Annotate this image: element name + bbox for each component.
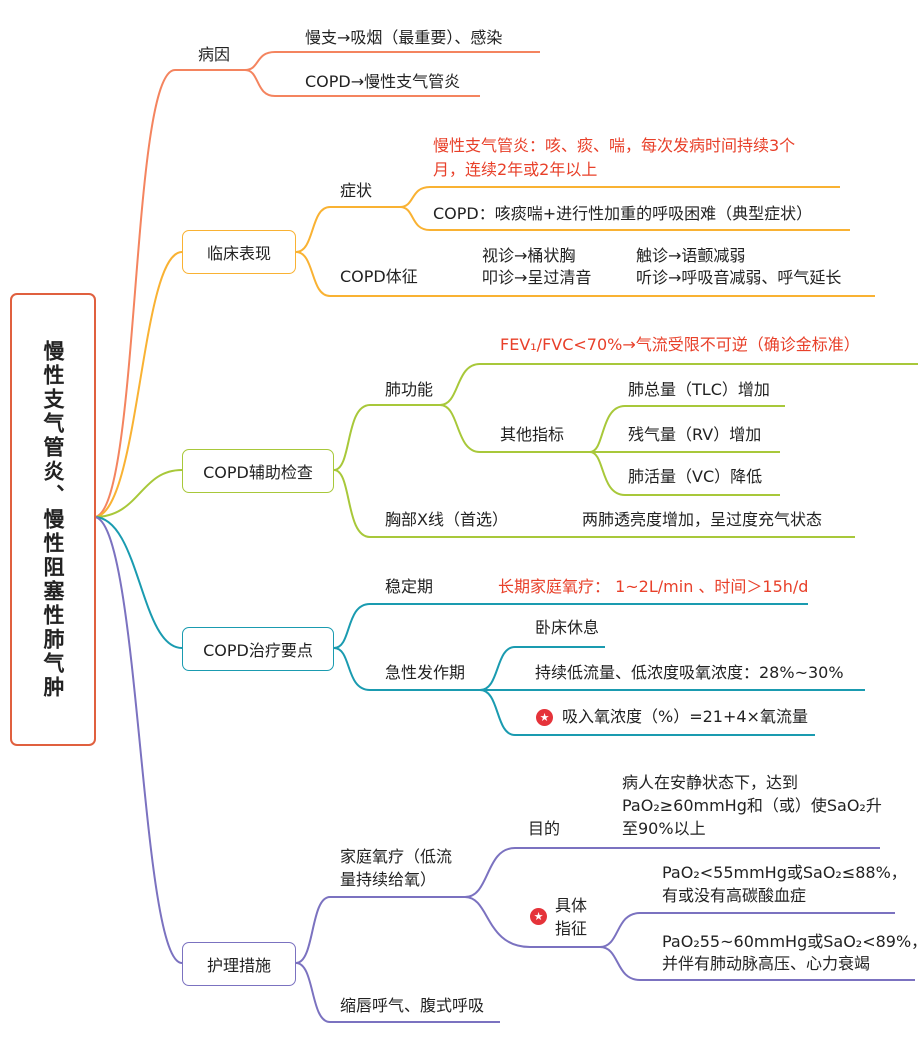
treatment-label: COPD治疗要点: [203, 641, 313, 660]
exam-label: COPD辅助检查: [203, 463, 313, 482]
nursing-lines: [93, 516, 915, 1023]
indication-label: 具体: [555, 896, 588, 915]
fev-text: FEV₁/FVC<70%→气流受限不可逆（确诊金标准）: [500, 335, 860, 354]
nursing-label: 护理措施: [206, 956, 271, 975]
star-badge-icon: ★: [536, 709, 553, 726]
indication-text: PaO₂55~60mmHg或SaO₂<89%，: [662, 932, 924, 951]
root-topic[interactable]: 慢性支气管炎、慢性阻塞性肺气肿: [10, 293, 96, 746]
treatment-lines: [93, 516, 865, 736]
chronic-bronchitis-text: 慢性支气管炎：咳、痰、喘，每次发病时间持续3个: [433, 136, 796, 155]
sign-percuss: 叩诊→呈过清音: [482, 268, 592, 287]
breathing-text: 缩唇呼气、腹式呼吸: [340, 996, 485, 1015]
acute-item: 持续低流量、低浓度吸氧浓度：28%~30%: [535, 663, 844, 682]
indicator-item: 肺总量（TLC）增加: [628, 380, 770, 399]
star-badge-icon: ★: [530, 908, 547, 925]
cause-label: 病因: [198, 45, 231, 64]
treatment-node[interactable]: COPD治疗要点: [182, 627, 334, 671]
stable-label: 稳定期: [385, 577, 434, 596]
acute-item: 卧床休息: [535, 618, 600, 637]
goal-text: 至90%以上: [622, 819, 706, 838]
goal-text: PaO₂≥60mmHg和（或）使SaO₂升: [622, 796, 882, 815]
indicator-item: 残气量（RV）增加: [628, 425, 762, 444]
home-oxygen-label: 家庭氧疗（低流: [340, 847, 453, 866]
clinical-label: 临床表现: [206, 244, 271, 263]
home-oxygen-label: 量持续给氧）: [340, 870, 437, 889]
exam-lines: [93, 363, 918, 538]
goal-label: 目的: [528, 819, 561, 838]
cause-lines: [93, 51, 540, 518]
cause-item: 慢支→吸烟（最重要）、感染: [305, 28, 503, 47]
nursing-node[interactable]: 护理措施: [182, 942, 296, 986]
acute-item: 吸入氧浓度（%）=21+4×氧流量: [562, 707, 808, 726]
sign-inspect: 视诊→桶状胸: [482, 246, 576, 265]
indication-label: 指征: [555, 919, 588, 938]
indicator-item: 肺活量（VC）降低: [628, 467, 763, 486]
indication-text: 并伴有肺动脉高压、心力衰竭: [662, 954, 871, 973]
clinical-node[interactable]: 临床表现: [182, 230, 296, 274]
xray-label: 胸部X线（首选）: [385, 510, 508, 529]
copd-symptom-text: COPD：咳痰喘+进行性加重的呼吸困难（典型症状）: [433, 204, 813, 223]
lung-function-label: 肺功能: [385, 380, 434, 399]
signs-label: COPD体征: [340, 267, 418, 286]
clinical-lines: [93, 186, 875, 518]
sign-auscult: 听诊→呼吸音减弱、呼气延长: [636, 268, 842, 287]
sign-palpate: 触诊→语颤减弱: [636, 246, 746, 265]
root-title: 慢性支气管炎、慢性阻塞性肺气肿: [41, 339, 65, 700]
goal-text: 病人在安静状态下，达到: [622, 773, 799, 792]
chronic-bronchitis-text: 月，连续2年或2年以上: [433, 160, 598, 179]
xray-result: 两肺透亮度增加，呈过度充气状态: [582, 510, 823, 529]
indication-text: PaO₂<55mmHg或SaO₂≤88%，: [662, 863, 907, 882]
exam-node[interactable]: COPD辅助检查: [182, 449, 334, 493]
acute-label: 急性发作期: [385, 663, 466, 682]
cause-item: COPD→慢性支气管炎: [305, 72, 461, 91]
indication-text: 有或没有高碳酸血症: [662, 886, 807, 905]
stable-text: 长期家庭氧疗： 1~2L/min 、时间＞15h/d: [498, 577, 809, 596]
other-indicators-label: 其他指标: [500, 425, 565, 444]
symptoms-label: 症状: [340, 181, 373, 200]
